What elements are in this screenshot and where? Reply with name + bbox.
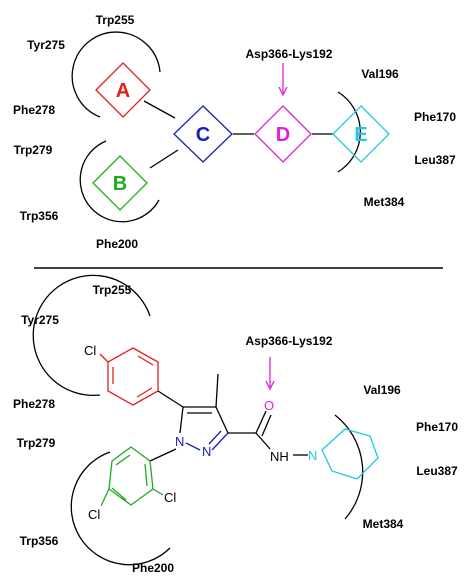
atom-n2: N [202, 444, 211, 459]
residue-val196: Val196 [363, 383, 401, 397]
residue-leu387: Leu387 [414, 153, 456, 167]
bond-carbonyl-o-2 [261, 414, 272, 437]
node-a-diamond [95, 62, 151, 118]
bond-n1-ring [149, 448, 177, 462]
node-d-diamond [254, 105, 312, 163]
dichlorophenyl-ring [100, 446, 164, 507]
residue-met384: Met384 [364, 195, 405, 209]
residue-met384: Met384 [363, 517, 404, 531]
residue-val196: Val196 [361, 67, 399, 81]
residue-asp366-lys192: Asp366-Lys192 [246, 47, 333, 61]
node-b-diamond [92, 155, 148, 211]
atom-cl-top: Cl [84, 343, 96, 358]
piperidine-ring [321, 428, 379, 480]
node-b-label: B [113, 173, 127, 195]
atom-n1: N [175, 434, 184, 449]
chlorophenyl-ring [99, 347, 159, 406]
bond-a-c [143, 100, 176, 119]
schematic-diagram: A B C D E Trp255 Tyr275 Phe278 Trp279 Tr… [13, 13, 456, 251]
residue-tyr275: Tyr275 [21, 313, 59, 327]
residue-phe170: Phe170 [416, 420, 458, 434]
residue-trp356: Trp356 [20, 534, 59, 548]
node-c-diamond [173, 105, 233, 163]
residue-asp366-lys192: Asp366-Lys192 [246, 334, 333, 348]
residue-trp356: Trp356 [20, 209, 59, 223]
residue-phe170: Phe170 [414, 110, 456, 124]
node-e-label: E [354, 124, 367, 146]
pocket-arc-dichlorophenyl [70, 451, 171, 566]
pocket-arc-b [79, 140, 160, 223]
atom-nh: NH [270, 449, 289, 464]
bond-b-c [149, 149, 179, 169]
pocket-arc-a [71, 31, 161, 118]
atom-o: O [264, 398, 274, 413]
bond-carbonyl-o-1 [255, 410, 267, 434]
residue-trp255: Trp255 [96, 13, 135, 27]
residue-phe200: Phe200 [96, 237, 138, 251]
residue-leu387: Leu387 [416, 464, 458, 478]
residue-trp279: Trp279 [17, 436, 56, 450]
arrow-to-carbonyl-head [265, 380, 275, 391]
residue-phe278: Phe278 [13, 103, 55, 117]
node-d-label: D [276, 124, 290, 146]
bond-methyl [215, 373, 219, 408]
atom-cl-right: Cl [164, 490, 176, 505]
pocket-arc-piperidine [334, 414, 364, 520]
residue-phe200: Phe200 [132, 561, 174, 575]
pocket-arc-chlorophenyl [32, 274, 151, 397]
arrow-to-d-head [278, 86, 288, 97]
residue-trp255: Trp255 [93, 283, 132, 297]
residue-tyr275: Tyr275 [27, 38, 65, 52]
residue-trp279: Trp279 [14, 143, 53, 157]
node-e-diamond [332, 105, 390, 163]
atom-cl-left: Cl [88, 507, 100, 522]
bond-ring-pyrazole [157, 390, 184, 408]
bond-carbonyl-nh [255, 432, 271, 450]
pocket-arc-e [337, 91, 361, 173]
molecule-diagram: Cl N N O NH N [13, 274, 458, 575]
pyrazole-ring [179, 406, 229, 451]
node-a-label: A [116, 80, 130, 102]
node-c-label: C [196, 124, 210, 146]
atom-n-piperidine: N [308, 448, 317, 463]
residue-phe278: Phe278 [13, 397, 55, 411]
